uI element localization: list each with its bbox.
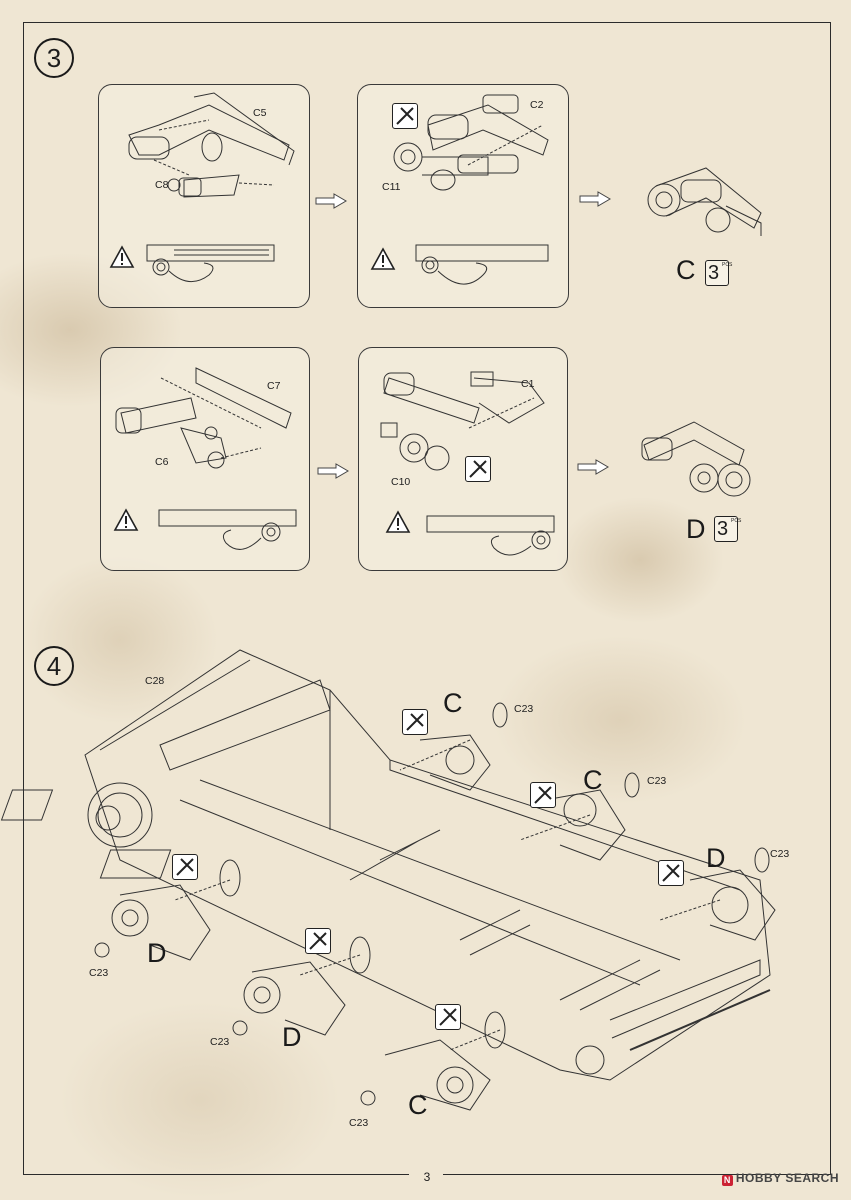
- cut-sprue-icon: [465, 456, 491, 482]
- assembly-letter: C: [443, 688, 463, 718]
- step3-panel-c7-c6: C7 C6: [100, 347, 310, 571]
- next-arrow-icon: [577, 459, 609, 475]
- cut-sprue-icon: [305, 928, 331, 954]
- step3-panel-c1-c10: C1 C10: [358, 347, 568, 571]
- axle-sub-assembly-drawing: [101, 348, 309, 570]
- part-label: C23: [210, 1036, 230, 1048]
- axle-sub-assembly-drawing: [99, 85, 309, 307]
- step3-panel-c5-c8: C5 C8: [98, 84, 310, 308]
- cut-sprue-icon: [172, 854, 198, 880]
- warning-triangle-icon: [113, 508, 139, 531]
- warning-triangle-icon: [370, 247, 396, 270]
- step-number: 3: [34, 38, 74, 78]
- page-frame-bottom-right: [443, 1174, 831, 1175]
- cut-sprue-icon: [530, 782, 556, 808]
- part-label: C11: [382, 181, 401, 193]
- assembly-letter: D: [282, 1022, 302, 1052]
- assembly-letter: C: [583, 765, 603, 795]
- assembly-letter: D: [147, 938, 167, 968]
- completed-assembly-c-drawing: [636, 158, 766, 248]
- completed-assembly-d-drawing: [634, 410, 764, 505]
- page-frame-bottom-left: [23, 1174, 409, 1175]
- next-arrow-icon: [579, 191, 611, 207]
- step3-panel-c2-c11: C2 C11: [357, 84, 569, 308]
- cut-sprue-icon: [402, 709, 428, 735]
- hobby-search-logo-icon: N: [721, 1175, 733, 1186]
- axle-sub-assembly-drawing: [358, 85, 568, 307]
- part-label: C23: [514, 703, 534, 715]
- cut-sprue-icon: [392, 103, 418, 129]
- part-label: C8: [155, 179, 169, 191]
- axle-sub-assembly-drawing: [359, 348, 567, 570]
- assembly-letter: C: [408, 1090, 428, 1120]
- cut-sprue-icon: [658, 860, 684, 886]
- part-label: C1: [521, 378, 535, 390]
- part-label: C2: [530, 99, 544, 111]
- assembly-letter: C: [676, 255, 696, 285]
- part-label: C23: [770, 848, 790, 860]
- warning-triangle-icon: [385, 510, 411, 533]
- part-label: C28: [145, 675, 165, 687]
- assembly-letter: D: [706, 843, 726, 873]
- part-label: C23: [89, 967, 109, 979]
- assembly-letter: D: [686, 514, 706, 544]
- watermark-text: HOBBY SEARCH: [735, 1171, 839, 1185]
- step-number: 4: [34, 646, 74, 686]
- page-frame: [23, 22, 831, 1175]
- warning-triangle-icon: [109, 245, 135, 268]
- next-arrow-icon: [315, 193, 347, 209]
- next-arrow-icon: [317, 463, 349, 479]
- part-label: C23: [647, 775, 667, 787]
- part-label: C23: [349, 1117, 369, 1129]
- page-number: 3: [421, 1170, 433, 1184]
- part-label: C10: [391, 476, 411, 488]
- part-label: C5: [253, 107, 267, 119]
- quantity-badge: 3 PCS: [705, 260, 732, 286]
- part-label: C6: [155, 456, 169, 468]
- quantity-badge: 3 PCS: [714, 516, 741, 542]
- part-label: C7: [267, 380, 281, 392]
- cut-sprue-icon: [435, 1004, 461, 1030]
